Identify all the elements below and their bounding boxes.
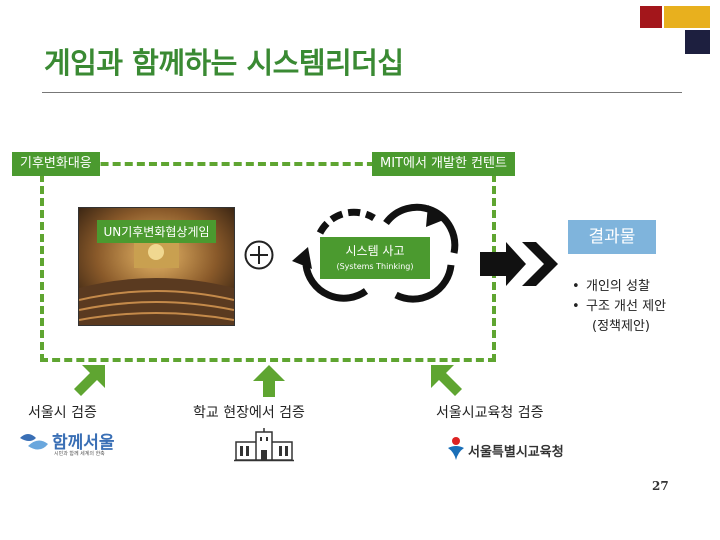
- result-box: 결과물: [568, 220, 656, 254]
- feedback-loop-icon: [292, 203, 459, 303]
- slide-title: 게임과 함께하는 시스템리더십: [44, 46, 404, 80]
- seoul-validation-label: 서울시 검증: [28, 405, 97, 421]
- seoul-logo-subtext: 시민과 함께 세계의 한축: [54, 451, 105, 457]
- list-item: •개인의 성찰: [572, 279, 650, 294]
- hands-logo-icon: [20, 434, 48, 450]
- result-item-improvement: 구조 개선 제안: [586, 299, 667, 314]
- arrow-up-left-icon: [431, 365, 462, 396]
- climate-tag: 기후변화대응: [12, 152, 100, 176]
- education-office-validation-label: 서울시교육청 검증: [436, 405, 544, 421]
- systems-thinking-sublabel: (Systems Thinking): [336, 262, 414, 271]
- arrow-up-icon: [253, 365, 285, 397]
- un-assembly-photo: UN기후변화협상게임: [78, 207, 235, 326]
- seoul-logo-text: 함께서울: [52, 433, 115, 453]
- chevron-arrow-icon: [480, 242, 558, 286]
- result-note: (정책제안): [592, 319, 650, 334]
- photo-label: UN기후변화협상게임: [79, 220, 234, 243]
- school-validation-label: 학교 현장에서 검증: [193, 405, 305, 421]
- page-number: 27: [652, 479, 669, 493]
- arrow-up-right-icon: [74, 365, 105, 396]
- systems-thinking-box: 시스템 사고 (Systems Thinking): [320, 237, 430, 279]
- corner-square-navy: [685, 30, 710, 54]
- school-building-icon: [234, 428, 294, 462]
- result-list: •개인의 성찰 •구조 개선 제안 (정책제안): [572, 277, 666, 337]
- mit-tag: MIT에서 개발한 컨텐트: [372, 152, 515, 176]
- seoul-logo: 함께서울 시민과 함께 세계의 한축: [18, 428, 138, 462]
- plus-icon: [244, 240, 274, 270]
- result-item-reflection: 개인의 성찰: [586, 279, 650, 294]
- corner-square-gold: [664, 6, 710, 28]
- education-logo-text: 서울특별시교육청: [468, 445, 564, 460]
- education-logo-icon: [448, 437, 464, 460]
- un-game-label: UN기후변화협상게임: [97, 220, 216, 243]
- systems-thinking-label: 시스템 사고: [345, 244, 405, 258]
- corner-square-red: [640, 6, 662, 28]
- list-item: •구조 개선 제안: [572, 299, 667, 314]
- title-divider: [42, 92, 682, 93]
- education-office-logo: 서울특별시교육청: [446, 436, 566, 462]
